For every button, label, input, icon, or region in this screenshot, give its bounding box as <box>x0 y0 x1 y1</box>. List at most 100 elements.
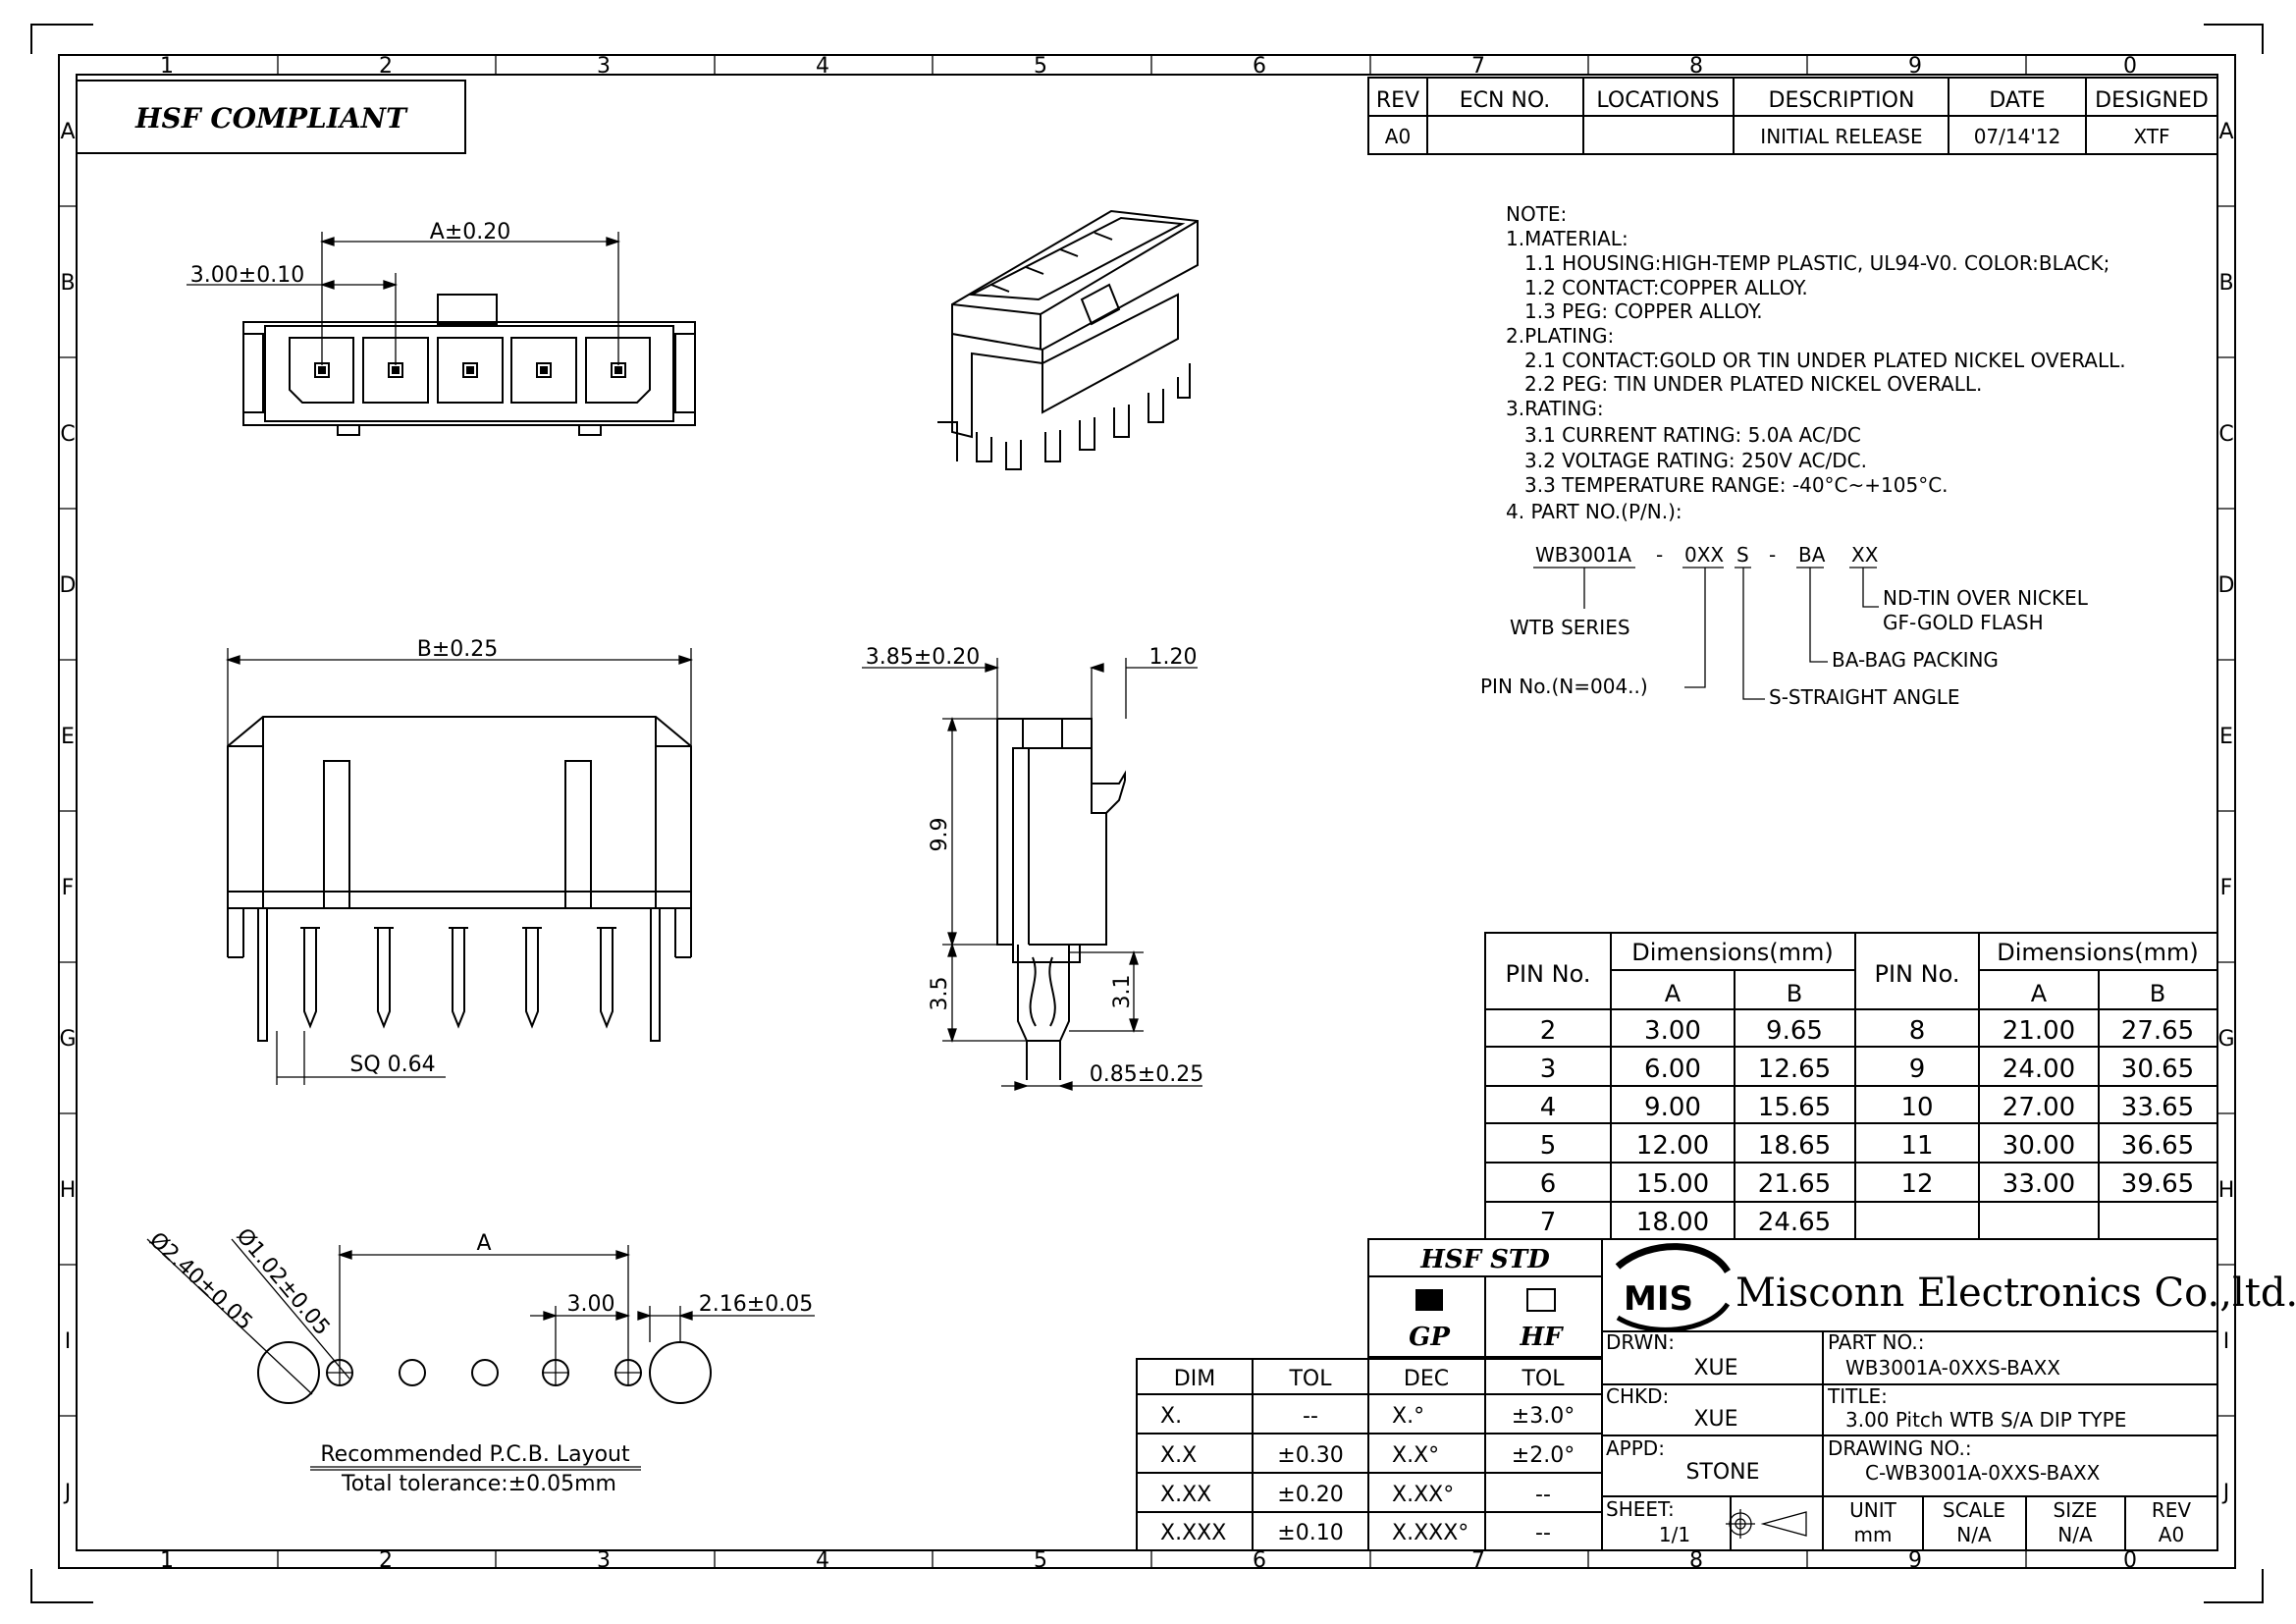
dim-table-pin-header-left: PIN No. <box>1506 960 1591 988</box>
pcb-layout-title: Recommended P.C.B. Layout <box>320 1442 630 1467</box>
table-cell: X.XXX° <box>1392 1521 1468 1545</box>
table-cell: 6 <box>1540 1169 1557 1199</box>
drwn-label: DRWN: <box>1606 1330 1675 1354</box>
note-line-12: 4. PART NO.(P/N.): <box>1506 500 1682 523</box>
col-label-2: 2 <box>379 54 393 79</box>
row-label-B: B <box>60 271 75 296</box>
part-number-diagram: WB3001A - 0XX S - BA XX WTB SERIES PIN N… <box>1480 543 2089 709</box>
tol-header-tol: TOL <box>1288 1367 1332 1391</box>
note-line-7: 2.2 PEG: TIN UNDER PLATED NICKEL OVERALL… <box>1524 372 1982 396</box>
col-label-0-bottom: 0 <box>2123 1548 2137 1573</box>
row-label-D-right: D <box>2218 573 2235 598</box>
dim-pcb-a: A <box>476 1231 491 1256</box>
table-cell: 11 <box>1900 1131 1933 1161</box>
row-label-C: C <box>60 422 75 447</box>
table-cell: ±0.10 <box>1277 1521 1343 1545</box>
dim-table-left-rows: 2 3.00 9.65 3 6.00 12.65 4 9.00 15.65 5 … <box>1540 1016 1831 1237</box>
tol-header-dec: DEC <box>1404 1367 1449 1391</box>
table-cell: 4 <box>1540 1093 1557 1122</box>
dim-table-b-header-left: B <box>1787 980 1802 1007</box>
rev-header-designed: DESIGNED <box>2095 88 2209 113</box>
col-label-6-bottom: 6 <box>1253 1548 1266 1573</box>
unit-value: mm <box>1854 1523 1893 1546</box>
table-cell: 12.65 <box>1758 1055 1831 1084</box>
hsf-hf-label: HF <box>1519 1323 1564 1352</box>
table-cell: 15.00 <box>1636 1169 1709 1199</box>
projection-symbol-icon <box>1726 1509 1807 1539</box>
table-cell: 8 <box>1909 1016 1926 1046</box>
table-cell: 3.00 <box>1644 1016 1701 1046</box>
table-cell: 30.00 <box>2002 1131 2075 1161</box>
corner-marks <box>30 24 2264 1603</box>
side-view-pin <box>1017 945 1070 1080</box>
row-label-J: J <box>63 1481 72 1505</box>
dim-pcb-big: 2.16±0.05 <box>699 1292 813 1317</box>
col-label-2-bottom: 2 <box>379 1548 393 1573</box>
col-label-7-bottom: 7 <box>1471 1548 1485 1573</box>
dim-side-tail2: 3.1 <box>1110 975 1135 1009</box>
table-cell: 2 <box>1540 1016 1557 1046</box>
dim-table-b-header-right: B <box>2150 980 2165 1007</box>
dim-front-sq: SQ 0.64 <box>349 1053 435 1077</box>
dim-table-right-rows: 8 21.00 27.65 9 24.00 30.65 10 27.00 33.… <box>1900 1016 2194 1199</box>
note-line-11: 3.3 TEMPERATURE RANGE: -40°C~+105°C. <box>1524 473 1949 497</box>
chkd-value: XUE <box>1693 1407 1737 1432</box>
row-label-B-right: B <box>2218 271 2233 296</box>
col-label-5: 5 <box>1034 54 1047 79</box>
table-cell: -- <box>1535 1483 1551 1507</box>
tol-rows: X. -- X.° ±3.0° X.X ±0.30 X.X° ±2.0° X.X… <box>1160 1404 1575 1545</box>
dim-side-width: 3.85±0.20 <box>866 645 980 670</box>
note-line-8: 3.RATING: <box>1506 397 1604 420</box>
rev-header-ecn: ECN NO. <box>1460 88 1551 113</box>
rev-value: A0 <box>2159 1523 2184 1546</box>
table-cell: 15.65 <box>1758 1093 1831 1122</box>
hsf-std-box: HSF STD GP HF <box>1367 1238 1603 1358</box>
table-cell: 9.00 <box>1644 1093 1701 1122</box>
pn-legend-pins: PIN No.(N=004..) <box>1480 675 1648 698</box>
row-label-A-right: A <box>2218 120 2233 144</box>
appd-value: STONE <box>1685 1460 1759 1485</box>
row-label-G-right: G <box>2217 1027 2234 1052</box>
table-cell: 27.65 <box>2121 1016 2194 1046</box>
table-cell: 36.65 <box>2121 1131 2194 1161</box>
tol-header-dim: DIM <box>1174 1367 1215 1391</box>
table-cell: 9 <box>1909 1055 1926 1084</box>
pn-legend-angle: S-STRAIGHT ANGLE <box>1769 685 1960 709</box>
hsf-compliant-box: HSF COMPLIANT <box>76 80 466 154</box>
rev-header-description: DESCRIPTION <box>1769 88 1915 113</box>
pn-dash2: - <box>1769 543 1776 567</box>
chkd-label: CHKD: <box>1606 1384 1669 1408</box>
col-label-4-bottom: 4 <box>816 1548 829 1573</box>
rev-header-locations: LOCATIONS <box>1596 88 1719 113</box>
sheet-label: SHEET: <box>1606 1497 1675 1521</box>
row-label-H: H <box>60 1178 77 1203</box>
pn-angle: S <box>1736 543 1749 567</box>
zone-ticks <box>59 55 2235 1568</box>
table-cell: 5 <box>1540 1131 1557 1161</box>
title-block: MIS Misconn Electronics Co.,ltd. DRWN: X… <box>1601 1238 2296 1551</box>
isometric-view <box>937 209 1199 470</box>
top-view: A±0.20 3.00±0.10 <box>187 220 696 436</box>
table-cell: ±2.0° <box>1512 1443 1575 1468</box>
note-line-3: 1.2 CONTACT:COPPER ALLOY. <box>1524 276 1808 299</box>
col-label-1-bottom: 1 <box>160 1548 174 1573</box>
rev-value-rev: A0 <box>1385 125 1411 148</box>
table-cell: 33.00 <box>2002 1169 2075 1199</box>
table-cell: 12.00 <box>1636 1131 1709 1161</box>
col-label-8-bottom: 8 <box>1689 1548 1703 1573</box>
row-label-F-right: F <box>2220 876 2233 900</box>
row-label-J-right: J <box>2221 1481 2230 1505</box>
part-no-label: PART NO.: <box>1828 1330 1924 1354</box>
table-cell: X.XXX <box>1160 1521 1226 1545</box>
table-cell: X.X <box>1160 1443 1197 1468</box>
tol-header-tol2: TOL <box>1521 1367 1565 1391</box>
note-line-2: 1.1 HOUSING:HIGH-TEMP PLASTIC, UL94-V0. … <box>1524 251 2109 275</box>
note-line-6: 2.1 CONTACT:GOLD OR TIN UNDER PLATED NIC… <box>1524 349 2126 372</box>
note-line-1: 1.MATERIAL: <box>1506 227 1629 250</box>
pn-series: WB3001A <box>1535 543 1631 567</box>
table-cell: X.° <box>1392 1404 1424 1429</box>
table-cell: ±0.30 <box>1277 1443 1343 1468</box>
col-label-7: 7 <box>1471 54 1485 79</box>
table-cell: 12 <box>1900 1169 1933 1199</box>
